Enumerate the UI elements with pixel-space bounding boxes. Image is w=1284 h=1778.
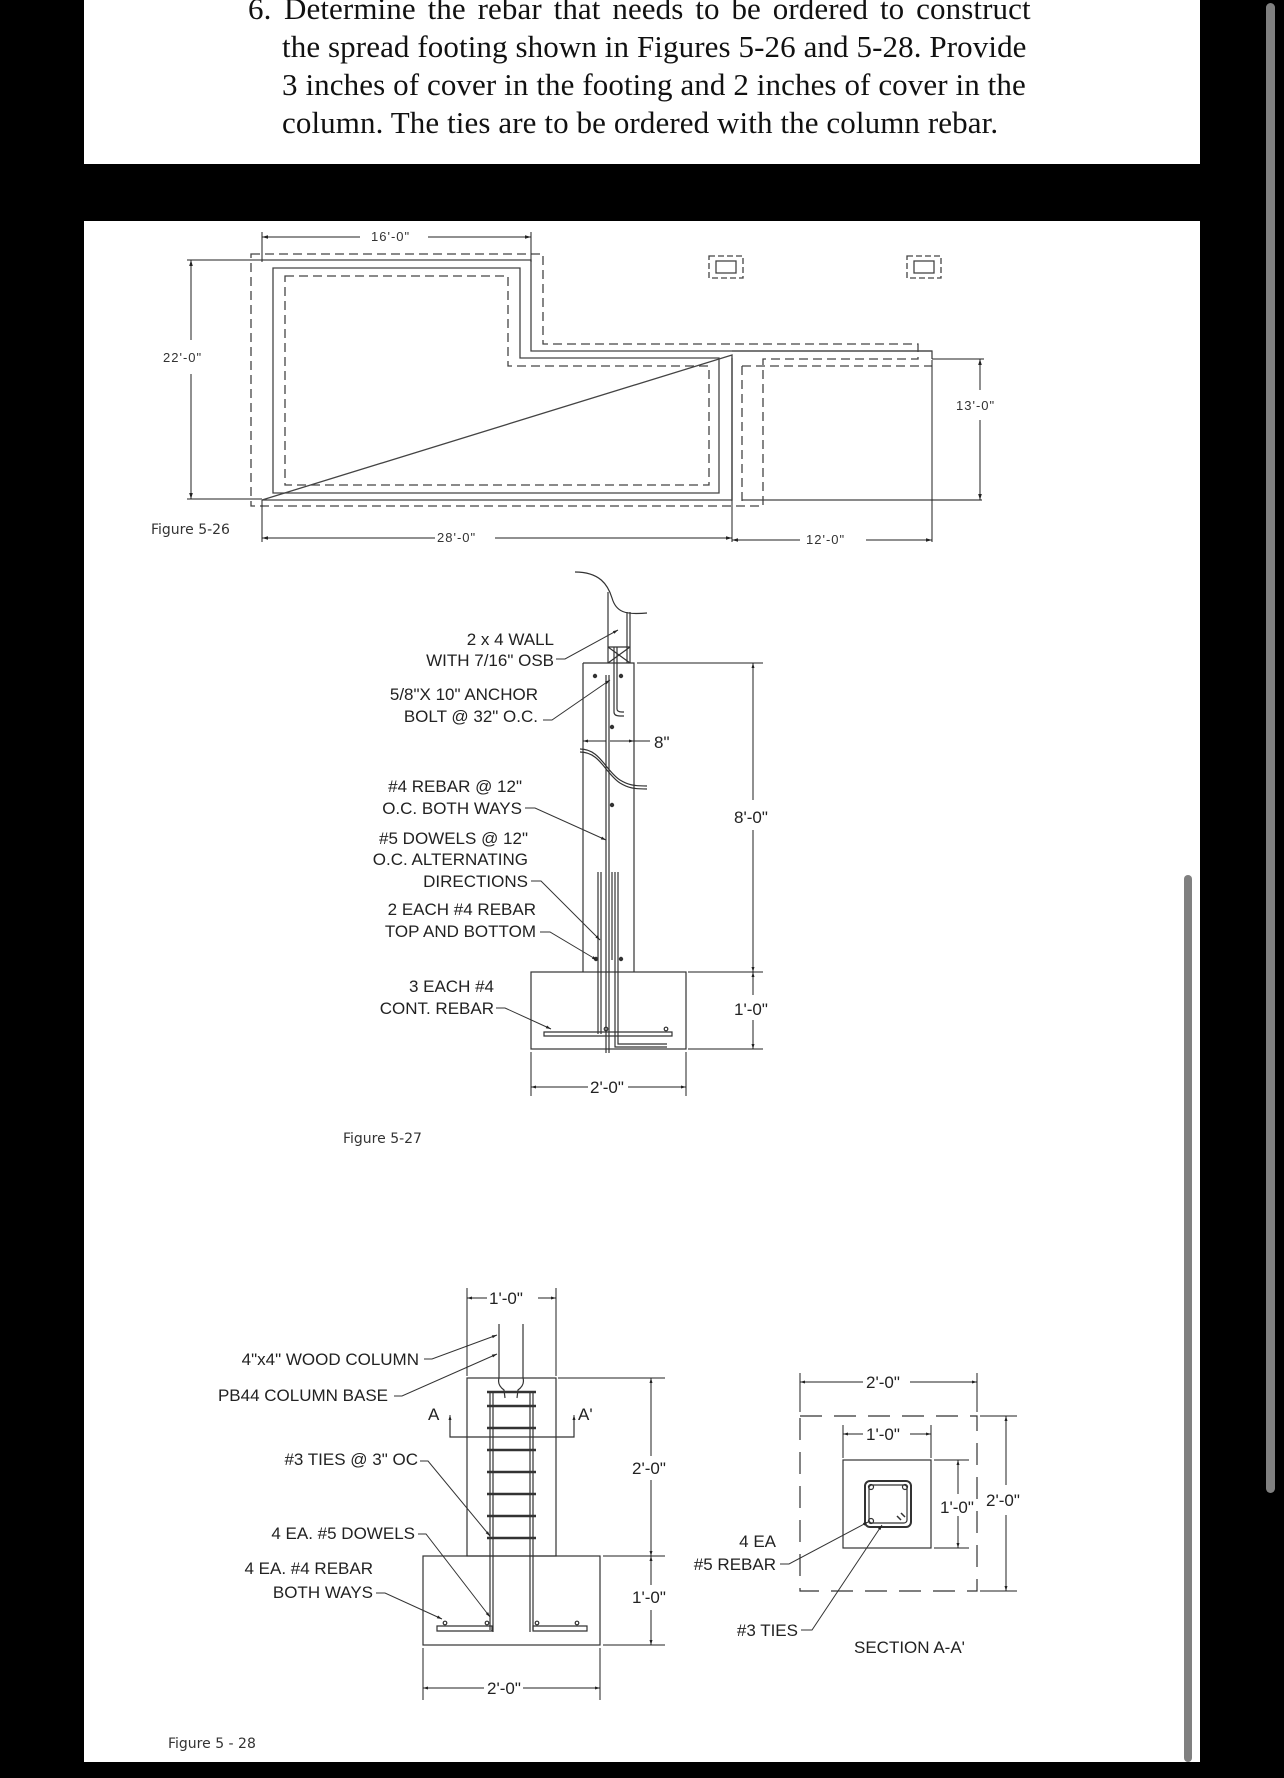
label-dowels-3: DIRECTIONS	[423, 872, 528, 891]
label-tb-2: TOP AND BOTTOM	[385, 922, 536, 941]
label-dowels-2: O.C. ALTERNATING	[373, 850, 528, 869]
dim-footing-width: 2'-0"	[487, 1679, 521, 1698]
label-ties: #3 TIES @ 3" OC	[284, 1450, 418, 1469]
outer-scrollbar[interactable]	[1266, 3, 1275, 1493]
label-wall-2: WITH 7/16" OSB	[426, 651, 554, 670]
section-a-a-dims	[799, 1373, 1017, 1592]
dim-12ft: 12'-0"	[806, 532, 845, 547]
figure-5-27-leaders	[496, 629, 619, 1030]
dim-footing-depth: 1'-0"	[632, 1588, 666, 1607]
label-bolt-2: BOLT @ 32" O.C.	[404, 707, 538, 726]
question-line-4: column. The ties are to be ordered with …	[282, 105, 999, 140]
label-wood-column: 4"x4" WOOD COLUMN	[242, 1350, 419, 1369]
question-panel	[84, 0, 1200, 164]
label-column-base: PB44 COLUMN BASE	[218, 1386, 388, 1405]
dim-28ft: 28'-0"	[437, 530, 476, 545]
label-wall-1: 2 x 4 WALL	[467, 630, 554, 649]
dim-22ft: 22'-0"	[163, 350, 202, 365]
caption-figure-5-28: Figure 5 - 28	[168, 1736, 256, 1752]
dim-13ft: 13'-0"	[956, 398, 995, 413]
dim-8in: 8"	[654, 733, 670, 752]
figure-panel	[84, 221, 1200, 1762]
section-a-a-leaders	[780, 1521, 883, 1631]
dim-1ft: 1'-0"	[734, 1000, 768, 1019]
question-line-1: Determine the rebar that needs to be ord…	[284, 0, 1031, 26]
label-rebar-1: 4 EA. #4 REBAR	[244, 1559, 373, 1578]
inner-scrollbar[interactable]	[1184, 875, 1192, 1762]
dim-section-outer-width: 2'-0"	[866, 1373, 900, 1392]
label-section-a-prime: A'	[578, 1405, 593, 1424]
label-section-rebar-2: #5 REBAR	[694, 1555, 776, 1574]
figure-5-28-section	[422, 1324, 601, 1646]
dim-pier-width: 1'-0"	[489, 1289, 523, 1308]
label-cont-1: 3 EACH #4	[409, 977, 494, 996]
caption-figure-5-27: Figure 5-27	[343, 1131, 422, 1147]
section-title: SECTION A-A'	[854, 1638, 965, 1657]
figure-5-27-dims	[530, 662, 763, 1096]
dim-8ft: 8'-0"	[734, 808, 768, 827]
label-dowels: 4 EA. #5 DOWELS	[271, 1524, 415, 1543]
label-rebar-2: O.C. BOTH WAYS	[382, 799, 522, 818]
dim-section-inner-width: 1'-0"	[866, 1425, 900, 1444]
dim-16ft: 16'-0"	[371, 229, 410, 244]
label-rebar-1: #4 REBAR @ 12"	[388, 777, 522, 796]
dim-pier-height: 2'-0"	[632, 1459, 666, 1478]
figure-5-26-plan	[250, 253, 982, 507]
label-cont-2: CONT. REBAR	[380, 999, 494, 1018]
dim-2ft: 2'-0"	[590, 1078, 624, 1097]
figure-5-26-dims	[187, 232, 984, 542]
dim-section-inner-height: 1'-0"	[940, 1498, 974, 1517]
dim-section-outer-height: 2'-0"	[986, 1491, 1020, 1510]
section-a-a	[799, 1415, 978, 1592]
label-rebar-2: BOTH WAYS	[273, 1583, 373, 1602]
label-section-a: A	[428, 1405, 440, 1424]
label-tb-1: 2 EACH #4 REBAR	[388, 900, 536, 919]
figure-5-27-section	[530, 571, 687, 1053]
figure-5-28-leaders	[376, 1334, 576, 1620]
label-bolt-1: 5/8"X 10" ANCHOR	[390, 685, 538, 704]
label-section-ties: #3 TIES	[737, 1621, 798, 1640]
figure-5-28-dims	[422, 1288, 665, 1700]
label-dowels-1: #5 DOWELS @ 12"	[379, 829, 528, 848]
label-section-rebar-1: 4 EA	[739, 1532, 777, 1551]
question-number: 6.	[248, 0, 272, 26]
question-line-3: 3 inches of cover in the footing and 2 i…	[282, 67, 1026, 102]
question-line-2: the spread footing shown in Figures 5-26…	[282, 29, 1027, 64]
caption-figure-5-26: Figure 5-26	[151, 522, 230, 538]
